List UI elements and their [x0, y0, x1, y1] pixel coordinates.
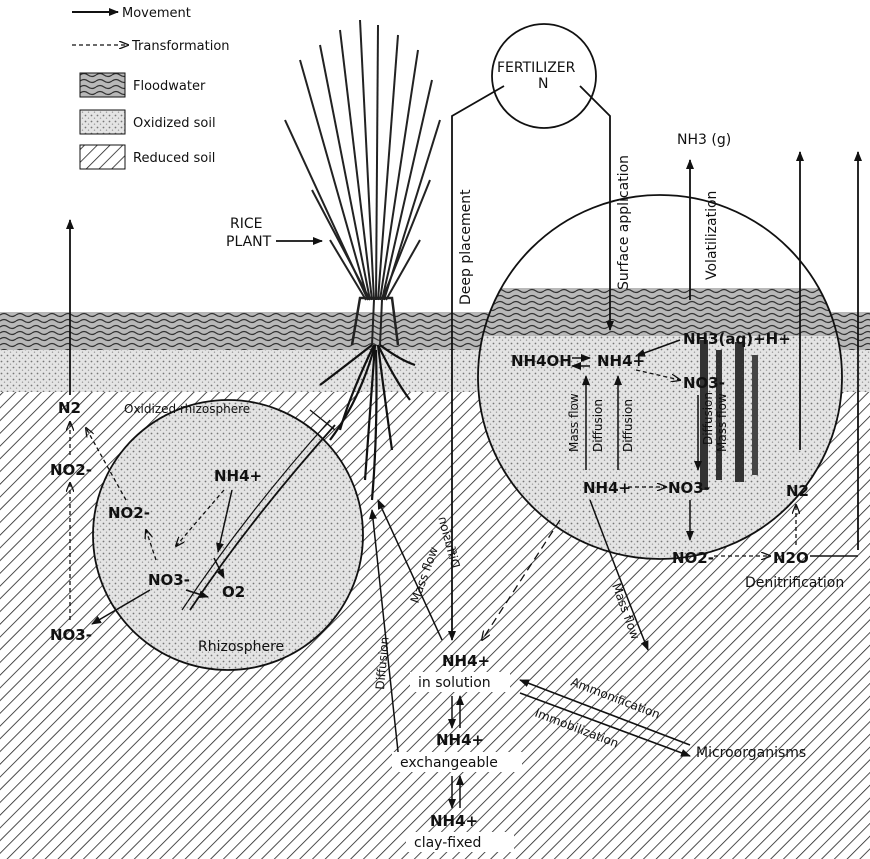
rice-plant: [285, 20, 440, 345]
legend-reduced-swatch: [80, 145, 125, 169]
denit-no2-label: NO2-: [672, 549, 714, 567]
nh4-exchangeable-label: NH4+: [436, 731, 484, 749]
exchangeable-label: exchangeable: [400, 755, 498, 771]
legend: Movement Transformation Floodwater Oxidi…: [72, 6, 230, 169]
denit-n2o-label: N2O: [773, 549, 809, 567]
fertilizer-n: N: [538, 76, 548, 92]
diffusion-mid-label: Diffusion: [621, 399, 635, 452]
denitrification-label: Denitrification: [745, 575, 844, 591]
no3-top-label: NO3-: [683, 374, 725, 392]
rhizo-o2-label: O2: [222, 583, 245, 601]
nh3-aq-label: NH3(aq)+H+: [683, 330, 791, 348]
legend-reduced-soil: Reduced soil: [133, 151, 215, 166]
microorganisms-label: Microorganisms: [696, 745, 806, 761]
legend-floodwater-swatch: [80, 73, 125, 97]
diffusion-right-label: Diffusion: [701, 392, 715, 445]
fertilizer-source: FERTILIZER N: [492, 24, 596, 128]
nh3-gas-label: NH3 (g): [677, 132, 731, 148]
clay-fixed-label: clay-fixed: [414, 835, 481, 851]
legend-transformation: Transformation: [131, 39, 230, 54]
volatilization-label: Volatilization: [704, 191, 720, 280]
fertilizer-label: FERTILIZER: [497, 60, 576, 76]
diffusion-left-label: Diffusion: [591, 399, 605, 452]
deep-placement-label: Deep placement: [458, 189, 474, 305]
nh4oh-label: NH4OH: [511, 352, 572, 370]
nh4-bottom-label: NH4+: [583, 479, 631, 497]
rhizo-no2-label: NO2-: [108, 504, 150, 522]
rhizosphere-circle: [93, 400, 363, 670]
legend-oxidized-soil: Oxidized soil: [133, 116, 216, 131]
rhizo-no3-label: NO3-: [148, 571, 190, 589]
rice-plant-label-line1: RICE: [230, 216, 262, 232]
rhizosphere-label: Rhizosphere: [198, 639, 284, 655]
legend-movement: Movement: [122, 6, 191, 21]
left-no3-label: NO3-: [50, 626, 92, 644]
no3-bottom-label: NO3-: [668, 479, 710, 497]
legend-oxidized-swatch: [80, 110, 125, 134]
oxidized-rhizosphere-label: Oxidized rhizosphere: [124, 402, 250, 416]
denit-n2-label: N2: [786, 482, 809, 500]
mass-flow-left-label: Mass flow: [567, 393, 581, 452]
rice-plant-label-line2: PLANT: [226, 234, 272, 250]
left-n2-label: N2: [58, 399, 81, 417]
surface-application-label: Surface application: [616, 155, 632, 290]
legend-floodwater: Floodwater: [133, 79, 206, 94]
rhizo-nh4-label: NH4+: [214, 467, 262, 485]
mass-flow-right-label: Mass flow: [715, 393, 729, 452]
nh4-clay-label: NH4+: [430, 812, 478, 830]
in-solution-label: in solution: [418, 675, 491, 691]
left-no2-label: NO2-: [50, 461, 92, 479]
nh4-solution-label: NH4+: [442, 652, 490, 670]
